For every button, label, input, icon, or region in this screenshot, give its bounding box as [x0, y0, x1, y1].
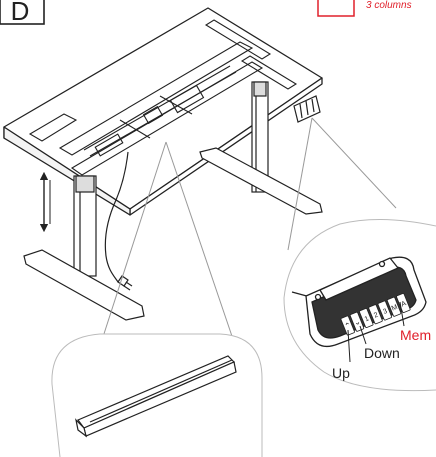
- key-3: [377, 300, 392, 321]
- key-a-glyph: A: [400, 300, 407, 308]
- double-arrow-vertical-icon: [39, 171, 51, 233]
- cable-tray: [75, 355, 237, 438]
- columns-note: 3 columns: [317, 0, 412, 17]
- key-up-glyph: ⌃: [343, 321, 353, 332]
- up-label: Up: [332, 365, 350, 381]
- handset-keypad: ⌃ ⌄ 1 2 3 M A: [340, 293, 411, 336]
- step-letter: D: [11, 0, 30, 26]
- step-label-box: D: [0, 0, 45, 26]
- key-2-glyph: 2: [373, 312, 379, 320]
- key-1-glyph: 1: [364, 315, 370, 323]
- callout-leaders: [101, 117, 397, 349]
- key-down-glyph: ⌄: [352, 317, 362, 328]
- handset-callout: ⌃ ⌄ 1 2 3 M A Up Down Mem: [283, 219, 436, 392]
- cable-tray-callout: [51, 333, 263, 457]
- frame-rails: [28, 19, 298, 176]
- key-a: [396, 293, 411, 313]
- key-2: [368, 304, 383, 325]
- key-1: [359, 308, 374, 328]
- key-up: [340, 315, 355, 336]
- key-3-glyph: 3: [382, 308, 388, 316]
- right-leg: [199, 81, 323, 215]
- key-memory: [386, 296, 402, 317]
- key-memory-glyph: M: [391, 304, 399, 313]
- handset-label-leaders: [347, 301, 405, 363]
- tabletop: [3, 7, 323, 216]
- memory-label: Mem: [400, 327, 431, 343]
- handset-body: [305, 256, 427, 348]
- down-label: Down: [364, 345, 400, 361]
- columns-note-text: 3 columns: [366, 0, 412, 11]
- control-handset-installed: [293, 95, 321, 123]
